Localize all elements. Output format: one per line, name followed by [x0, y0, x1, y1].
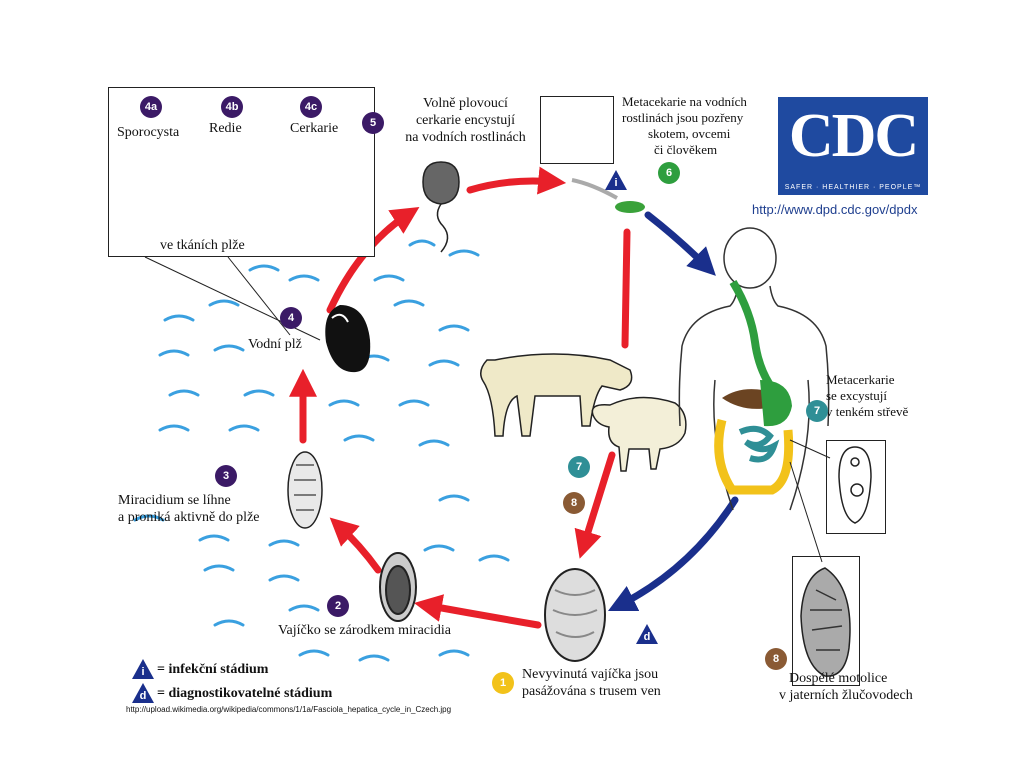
metacercaria-box [540, 96, 614, 164]
unembryonated-egg-illustration [544, 568, 606, 662]
stage6-line1: Metacekarie na vodních [622, 94, 747, 109]
legend-symbol-i: i [141, 666, 145, 678]
stage7-line3: v tenkém střevě [826, 404, 909, 419]
cdc-letters: CDC [788, 102, 919, 170]
stage6-label: Metacekarie na vodních rostlinách jsou p… [618, 94, 768, 158]
water-waves [133, 239, 510, 662]
stage2-label: Vajíčko se zárodkem miracidia [278, 623, 451, 638]
label-redia: Redie [209, 121, 242, 136]
badge-animal-7: 7 [568, 456, 590, 478]
badge-6: 6 [658, 162, 680, 184]
snail-illustration [325, 305, 371, 373]
diagnostic-stage-triangle: d [636, 624, 658, 644]
badge-1: 1 [492, 672, 514, 694]
stage6-line4: či člověkem [654, 142, 718, 157]
label-cercaria: Cerkarie [290, 121, 339, 136]
cdc-logo: CDC SAFER · HEALTHIER · PEOPLE™ [778, 97, 928, 195]
legend-text-diagnostic: = diagnostikovatelné stádium [157, 686, 333, 701]
badge-3: 3 [215, 465, 237, 487]
legend-symbol-d: d [139, 690, 147, 702]
legend-text-infective: = infekční stádium [157, 662, 269, 677]
badge-4a: 4a [140, 96, 162, 118]
stage1-line2: pasážována s trusem ven [522, 684, 661, 699]
stage3-line1: Miracidium se líhne [118, 493, 231, 508]
stage5-line1: Volně plovoucí [423, 96, 508, 111]
stage5-line3: na vodních rostlinách [405, 130, 526, 145]
embryonated-egg-illustration [379, 552, 417, 622]
legend-triangle-i: i [132, 659, 154, 679]
spoon-illustration [571, 178, 645, 213]
stage7-line2: se excystují [826, 388, 888, 403]
stage6-line3: skotem, ovcemi [648, 126, 731, 141]
miracidium-illustration [287, 451, 323, 529]
badge-8: 8 [765, 648, 787, 670]
sheep-illustration [591, 396, 687, 472]
free-cercaria-illustration [422, 161, 460, 253]
red-cycle-arrows [289, 166, 631, 629]
triangle-i-letter: i [614, 177, 618, 189]
label-sporocyst: Sporocysta [117, 125, 180, 140]
badge-2: 2 [327, 595, 349, 617]
badge-4c: 4c [300, 96, 322, 118]
human-illustration [678, 227, 830, 511]
stage7-line1: Metacerkarie [826, 372, 895, 387]
fluke-pointer-lines [789, 439, 831, 563]
badge-5: 5 [362, 112, 384, 134]
cdc-url[interactable]: http://www.dpd.cdc.gov/dpdx [752, 202, 918, 217]
adult-fluke-illustration [800, 567, 851, 677]
inset-caption: ve tkáních plže [160, 238, 245, 253]
stage3-line2: a proniká aktivně do plže [118, 510, 260, 525]
stage6-line2: rostlinách jsou pozřeny [622, 110, 744, 125]
excysting-metacercaria-box [826, 440, 886, 534]
adult-fluke-box [792, 556, 860, 686]
stage7-label: Metacerkarie se excystují v tenkém střev… [826, 372, 908, 420]
stage8-line2: v jaterních žlučovodech [779, 688, 913, 703]
digestive-organs-illustration [714, 279, 794, 495]
legend-triangle-d: d [132, 683, 154, 703]
stage1-line1: Nevyvinutá vajíčka jsou [522, 667, 659, 682]
excysting-metacercaria-illustration [838, 446, 872, 524]
badge-7: 7 [806, 400, 828, 422]
stage5-line2: cerkarie encystují [415, 113, 516, 128]
stage5-label: Volně plovoucí cerkarie encystují na vod… [378, 95, 553, 146]
stage3-label: Miracidium se líhne a proniká aktivně do… [118, 492, 260, 526]
badge-4: 4 [280, 307, 302, 329]
stage8-line1: Dospělé motolice [789, 671, 888, 686]
source-url[interactable]: http://upload.wikimedia.org/wikipedia/co… [126, 705, 452, 714]
blue-arrows [607, 211, 739, 612]
cdc-tagline: SAFER · HEALTHIER · PEOPLE™ [784, 184, 922, 191]
stage4-label: Vodní plž [248, 337, 302, 352]
badge-animal-8: 8 [563, 492, 585, 514]
stage1-label: Nevyvinutá vajíčka jsou pasážována s tru… [522, 666, 661, 700]
badge-4b: 4b [221, 96, 243, 118]
infective-stage-triangle: i [605, 170, 627, 190]
cow-illustration [480, 353, 633, 437]
triangle-d-letter: d [643, 631, 651, 643]
stage8-label: Dospělé motolice v jaterních žlučovodech [779, 670, 913, 704]
